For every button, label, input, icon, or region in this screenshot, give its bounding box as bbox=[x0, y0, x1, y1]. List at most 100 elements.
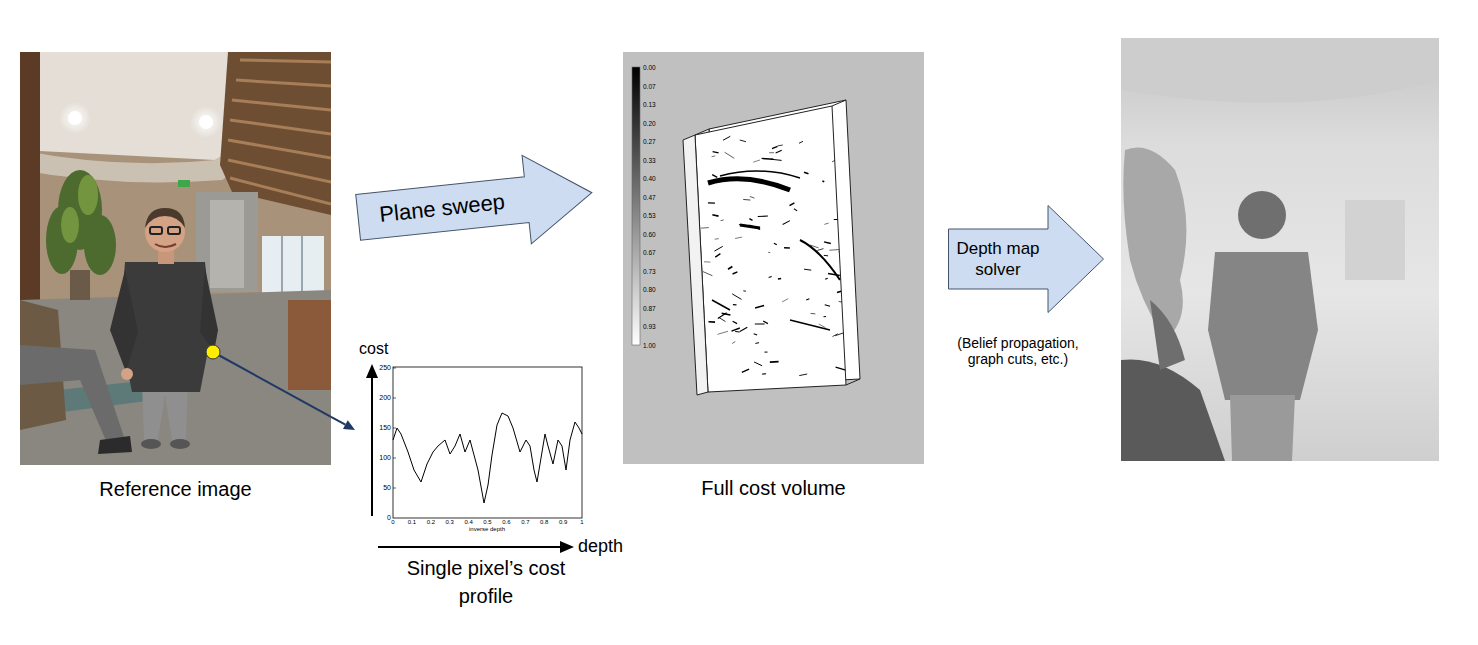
illustration-part bbox=[70, 270, 90, 300]
illustration-part bbox=[774, 243, 777, 244]
illustration-part bbox=[721, 219, 724, 221]
axis-title: depth bbox=[578, 536, 623, 557]
caption: Single pixel’s cost profile bbox=[406, 554, 566, 610]
colorbar-value: 0.93 bbox=[643, 323, 656, 330]
illustration-part bbox=[825, 278, 828, 279]
illustration-part bbox=[743, 290, 746, 291]
illustration-part bbox=[715, 254, 720, 257]
illustration-part bbox=[822, 180, 824, 182]
cost-profile-plot bbox=[366, 364, 582, 553]
illustration-part bbox=[701, 227, 709, 229]
block-arrow-body bbox=[353, 148, 596, 261]
tick-label: 0 bbox=[387, 514, 391, 522]
illustration-part bbox=[168, 227, 180, 234]
illustration-part bbox=[708, 321, 715, 323]
illustration-part bbox=[755, 305, 764, 308]
illustration-part bbox=[712, 300, 730, 310]
colorbar-value: 0.40 bbox=[643, 175, 656, 182]
tick-label: 50 bbox=[383, 484, 391, 492]
illustration-part bbox=[1238, 191, 1286, 239]
illustration-part bbox=[712, 175, 717, 178]
illustration-part bbox=[393, 398, 396, 399]
illustration-part bbox=[732, 342, 735, 344]
illustration-part bbox=[46, 170, 116, 275]
colorbar-value: 0.33 bbox=[643, 157, 656, 164]
illustration-part bbox=[778, 278, 781, 280]
pointer-arrow bbox=[331, 417, 355, 430]
tick-label: 150 bbox=[379, 424, 391, 432]
illustration-part bbox=[742, 369, 749, 372]
illustration-part bbox=[829, 249, 840, 251]
tick-label: 0 bbox=[391, 519, 394, 526]
illustration-part bbox=[824, 223, 828, 224]
tick-label: 0.8 bbox=[540, 519, 548, 526]
illustration-part bbox=[178, 180, 190, 187]
illustration-part bbox=[232, 100, 331, 110]
colorbar-value: 0.73 bbox=[643, 268, 656, 275]
illustration-part bbox=[776, 150, 782, 153]
illustration-part bbox=[754, 362, 762, 366]
illustration-part bbox=[810, 245, 819, 248]
illustration-part bbox=[806, 299, 809, 300]
illustration-part bbox=[799, 374, 807, 376]
illustration-part bbox=[769, 152, 774, 153]
arrowhead bbox=[343, 420, 355, 430]
illustration-part bbox=[749, 219, 752, 221]
illustration-part bbox=[740, 327, 747, 331]
illustration-part bbox=[1230, 395, 1295, 461]
cost-texture bbox=[701, 136, 849, 375]
illustration-part bbox=[749, 225, 760, 229]
illustration-part bbox=[1121, 38, 1439, 461]
arrow-label: Plane sweep bbox=[355, 177, 529, 241]
illustration-part bbox=[733, 272, 738, 274]
illustration-part bbox=[301, 236, 303, 298]
illustration-part bbox=[59, 102, 91, 134]
reference-photo bbox=[20, 52, 331, 465]
illustration-part bbox=[366, 364, 378, 378]
tick-label: 0.2 bbox=[427, 519, 435, 526]
illustration-part bbox=[715, 238, 719, 240]
illustration-part bbox=[1150, 300, 1185, 370]
colorbar-value: 0.13 bbox=[643, 101, 656, 108]
illustration-part bbox=[719, 317, 726, 321]
illustration-part bbox=[281, 236, 283, 298]
illustration-part bbox=[799, 141, 803, 143]
illustration-part bbox=[800, 240, 840, 280]
illustration-part bbox=[763, 321, 768, 324]
illustration-part bbox=[839, 301, 842, 303]
illustration-part bbox=[703, 272, 712, 276]
illustration-part bbox=[145, 208, 185, 228]
illustration-part bbox=[704, 261, 710, 262]
illustration-part bbox=[772, 146, 777, 148]
illustration-part bbox=[753, 160, 760, 162]
illustration-part bbox=[804, 172, 808, 173]
illustration-part bbox=[150, 227, 162, 234]
colorbar-value: 0.20 bbox=[643, 120, 656, 127]
illustration-part bbox=[632, 67, 640, 345]
tick-label: 0.9 bbox=[559, 519, 567, 526]
illustration-part bbox=[782, 299, 788, 302]
note: (Belief propagation, graph cuts, etc.) bbox=[943, 335, 1093, 367]
illustration-part bbox=[743, 199, 750, 201]
illustration-part bbox=[228, 140, 331, 158]
illustration-part bbox=[240, 60, 331, 62]
illustration-part bbox=[832, 100, 846, 106]
illustration-part bbox=[819, 324, 826, 328]
illustration-part bbox=[84, 215, 116, 275]
illustration-part bbox=[61, 175, 98, 243]
illustration-part bbox=[731, 328, 739, 331]
tick-label: 250 bbox=[379, 364, 391, 372]
colorbar-value: 0.87 bbox=[643, 305, 656, 312]
illustration-part bbox=[725, 152, 735, 158]
illustration-part bbox=[170, 439, 190, 449]
tick-label: 0.3 bbox=[446, 519, 454, 526]
illustration-part bbox=[393, 488, 396, 489]
illustration-part bbox=[623, 52, 924, 464]
tick-label: 1 bbox=[580, 519, 583, 526]
illustration-part bbox=[378, 546, 562, 548]
connector-line bbox=[331, 417, 345, 425]
axis-title: cost bbox=[359, 340, 388, 358]
illustration-part bbox=[1121, 359, 1225, 461]
illustration-part bbox=[784, 247, 790, 249]
